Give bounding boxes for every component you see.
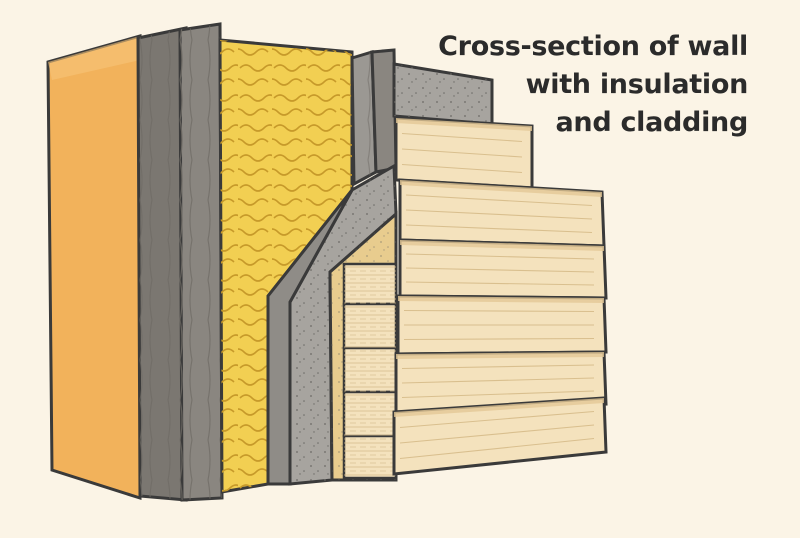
diagram-title: Cross-section of wall with insulation an… — [418, 28, 748, 142]
wood-grain-line — [401, 364, 595, 370]
wood-grain-line — [405, 224, 593, 234]
insulation — [218, 38, 354, 494]
cladding-board-edge — [400, 240, 604, 251]
wood-grain-line — [405, 281, 595, 286]
cladding-board-edge — [400, 180, 602, 197]
timber-stud — [136, 22, 224, 502]
cladding-board — [394, 350, 608, 414]
concrete-board — [266, 62, 494, 486]
wood-grain-line — [403, 309, 595, 313]
cladding-boards — [392, 116, 608, 476]
wood-grain-line — [401, 148, 523, 158]
cladding-small-boards — [342, 262, 398, 480]
wood-grain-line — [403, 337, 595, 341]
inner-wall — [46, 34, 142, 501]
cladding-board-edge — [398, 296, 604, 303]
cladding-board-edge — [396, 118, 532, 131]
wood-grain-line — [401, 390, 595, 399]
cladding-board — [392, 396, 608, 476]
wood-grain-line — [399, 437, 595, 460]
wood-grain-line — [405, 209, 593, 220]
wood-grain-line — [401, 377, 595, 384]
wood-grain-line — [405, 267, 595, 273]
cladding-board-edge — [394, 398, 604, 417]
title-line-3: and cladding — [555, 107, 748, 138]
wood-grain-line — [401, 132, 523, 143]
wood-grain-line — [405, 253, 595, 260]
title-line-1: Cross-section of wall — [438, 31, 748, 62]
wood-grain-line — [401, 163, 523, 174]
cladding-board-edge — [396, 352, 604, 359]
batten — [350, 48, 398, 187]
wood-grain-line — [405, 194, 593, 207]
wood-grain-line — [399, 410, 595, 429]
title-line-2: with insulation — [525, 69, 749, 100]
wood-grain-line — [399, 424, 595, 444]
